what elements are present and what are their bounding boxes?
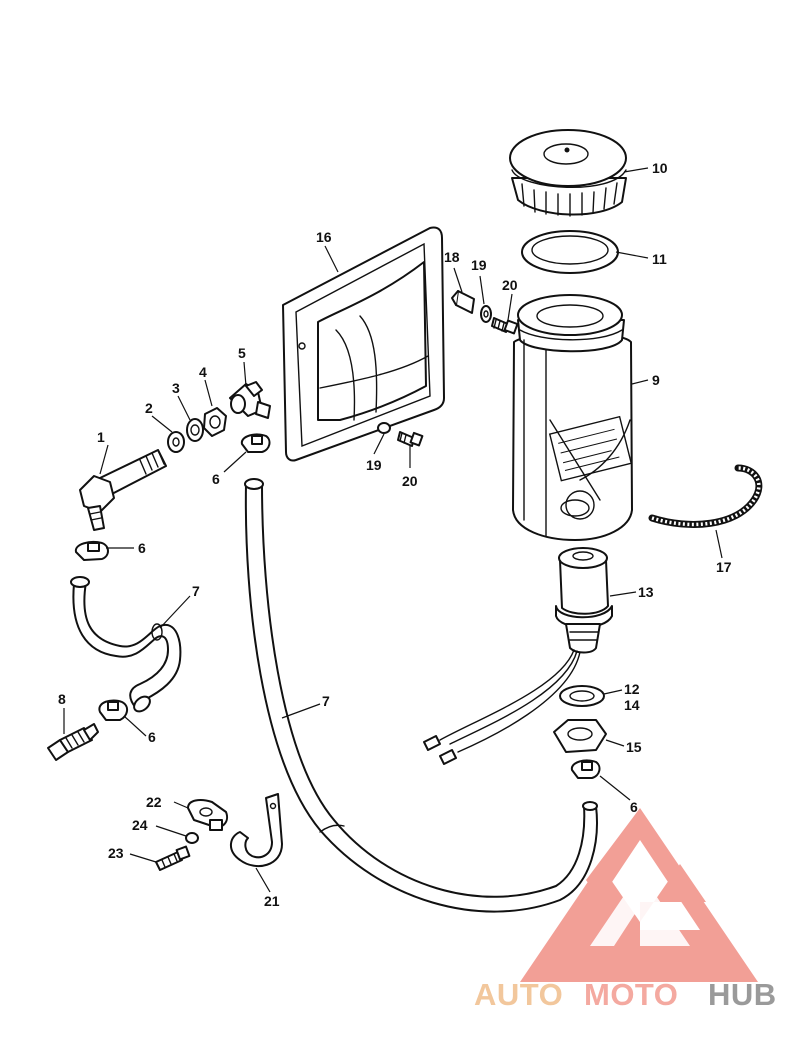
watermark-moto: MOTO [584,977,678,1012]
leader-lines [63,167,723,893]
watermark-text: AUTO MOTO HUB [474,977,777,1012]
level-sensor [555,547,613,654]
callouts: 1 2 3 4 5 6 6 6 6 7 7 8 9 10 11 12 13 14… [58,160,732,909]
reservoir-cap [509,129,627,217]
washer-24 [185,832,199,844]
hose-clamp-lower [98,699,128,721]
hose-clamp-right [570,759,601,779]
callout-20-upper: 20 [502,277,518,293]
callout-3: 3 [172,380,180,396]
callout-2: 2 [145,400,153,416]
callout-6-left: 6 [138,540,146,556]
callout-10: 10 [652,160,668,176]
washer-19-lower [377,422,391,434]
reservoir-bracket [282,226,445,462]
p-clip-21 [230,793,283,868]
callout-7-short: 7 [192,583,200,599]
callout-17: 17 [716,559,732,575]
screw-20-upper [491,317,519,335]
callout-20-lower: 20 [402,473,418,489]
watermark-inner-triangle [590,872,690,946]
callout-22: 22 [146,794,162,810]
callout-11: 11 [652,251,667,267]
hose-clamp-upper [240,433,271,453]
watermark-triangle [520,808,758,982]
watermark-logo [520,808,758,982]
callout-6-upper: 6 [212,471,220,487]
callout-16: 16 [316,229,332,245]
callout-15: 15 [626,739,642,755]
sensor-washer [559,685,605,707]
clamp-22 [187,799,228,831]
callout-21: 21 [264,893,280,909]
clip-nut-18 [451,290,475,314]
callout-9: 9 [652,372,660,388]
washer-19-upper [480,305,492,323]
callout-23: 23 [108,845,124,861]
callout-6-right: 6 [630,799,638,815]
reservoir-bottle [512,294,633,541]
fitting-bolt [79,449,167,531]
washer-3 [186,418,204,442]
callout-19-lower: 19 [366,457,382,473]
hose-long [244,478,598,913]
watermark-auto: AUTO [474,977,563,1012]
callout-1: 1 [97,429,105,445]
callout-14: 14 [624,697,640,713]
screw-20-lower [397,431,424,447]
nut-4 [203,407,227,437]
hose-clamp-left [74,541,109,561]
callout-12: 12 [624,681,640,697]
wire-loom [648,464,763,528]
callout-19-upper: 19 [471,257,487,273]
callout-18: 18 [444,249,460,265]
callout-4: 4 [199,364,207,380]
callout-24: 24 [132,817,148,833]
elbow-fitting-5 [229,381,271,419]
sensor-nut [553,719,607,753]
callout-5: 5 [238,345,246,361]
washer-2 [167,431,185,453]
callout-7-long: 7 [322,693,330,709]
watermark-hub: HUB [708,977,777,1012]
cap-gasket [521,230,619,274]
hose-barb-fitting [47,723,99,761]
callout-13: 13 [638,584,654,600]
screw-23 [155,845,191,871]
sensor-wires [423,649,581,765]
callout-8: 8 [58,691,66,707]
callout-6-lower: 6 [148,729,156,745]
hose-short [70,576,182,713]
